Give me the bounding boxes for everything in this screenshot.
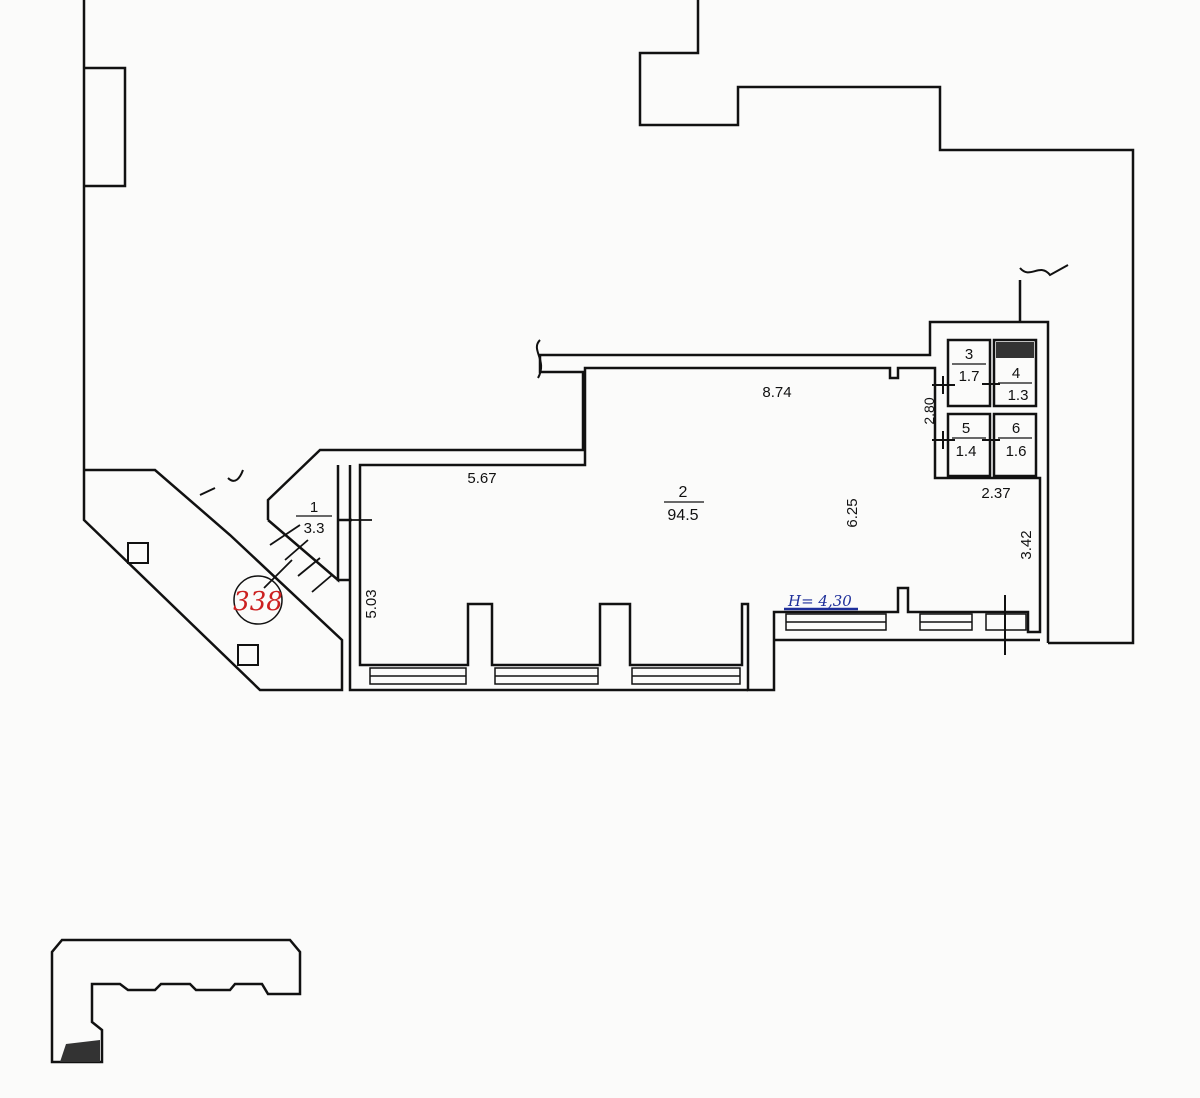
- room-3-number: 3: [965, 346, 973, 363]
- column-lower: [237, 644, 259, 666]
- key-plan-hatch: [60, 1040, 100, 1062]
- dim-6-25: 6.25: [844, 498, 861, 527]
- room-4-area: 1.3: [1008, 387, 1029, 404]
- hatched-shaft: [996, 342, 1034, 358]
- room-5-area: 1.4: [956, 443, 977, 460]
- south-wall: [348, 465, 1040, 692]
- key-plan-outline: [50, 938, 302, 1064]
- door-ticks: [932, 376, 1006, 655]
- small-rooms: [946, 338, 1038, 478]
- room-1-area: 3.3: [304, 520, 325, 537]
- room-5-number: 5: [962, 420, 970, 437]
- room-2-walls: [358, 366, 1042, 692]
- room-2-number: 2: [679, 484, 688, 501]
- break-mark-right: [1019, 264, 1069, 277]
- dim-2-80: 2.80: [921, 397, 937, 424]
- building-outline-top: [638, 0, 1135, 645]
- dim-5-67: 5.67: [467, 470, 496, 487]
- room-2-area: 94.5: [667, 507, 698, 524]
- room-1-number: 1: [310, 499, 318, 516]
- stairs: [263, 519, 372, 593]
- dim-3-42: 3.42: [1018, 530, 1035, 559]
- room-6-number: 6: [1012, 420, 1020, 437]
- break-mark-corner: [199, 469, 244, 496]
- height-note: H= 4,30: [787, 592, 852, 610]
- stamp-circle: [233, 575, 283, 625]
- column-upper: [127, 542, 149, 564]
- right-wall: [266, 280, 1050, 643]
- break-mark-left: [535, 339, 543, 379]
- stamp-number: 338: [233, 587, 283, 617]
- room-6-area: 1.6: [1006, 443, 1027, 460]
- room-4-number: 4: [1012, 365, 1020, 382]
- dim-5-03: 5.03: [363, 589, 380, 618]
- building-outline-upper: [82, 0, 344, 692]
- dim-8-74: 8.74: [762, 384, 791, 401]
- dim-2-37: 2.37: [981, 485, 1010, 502]
- room-3-area: 1.7: [959, 368, 980, 385]
